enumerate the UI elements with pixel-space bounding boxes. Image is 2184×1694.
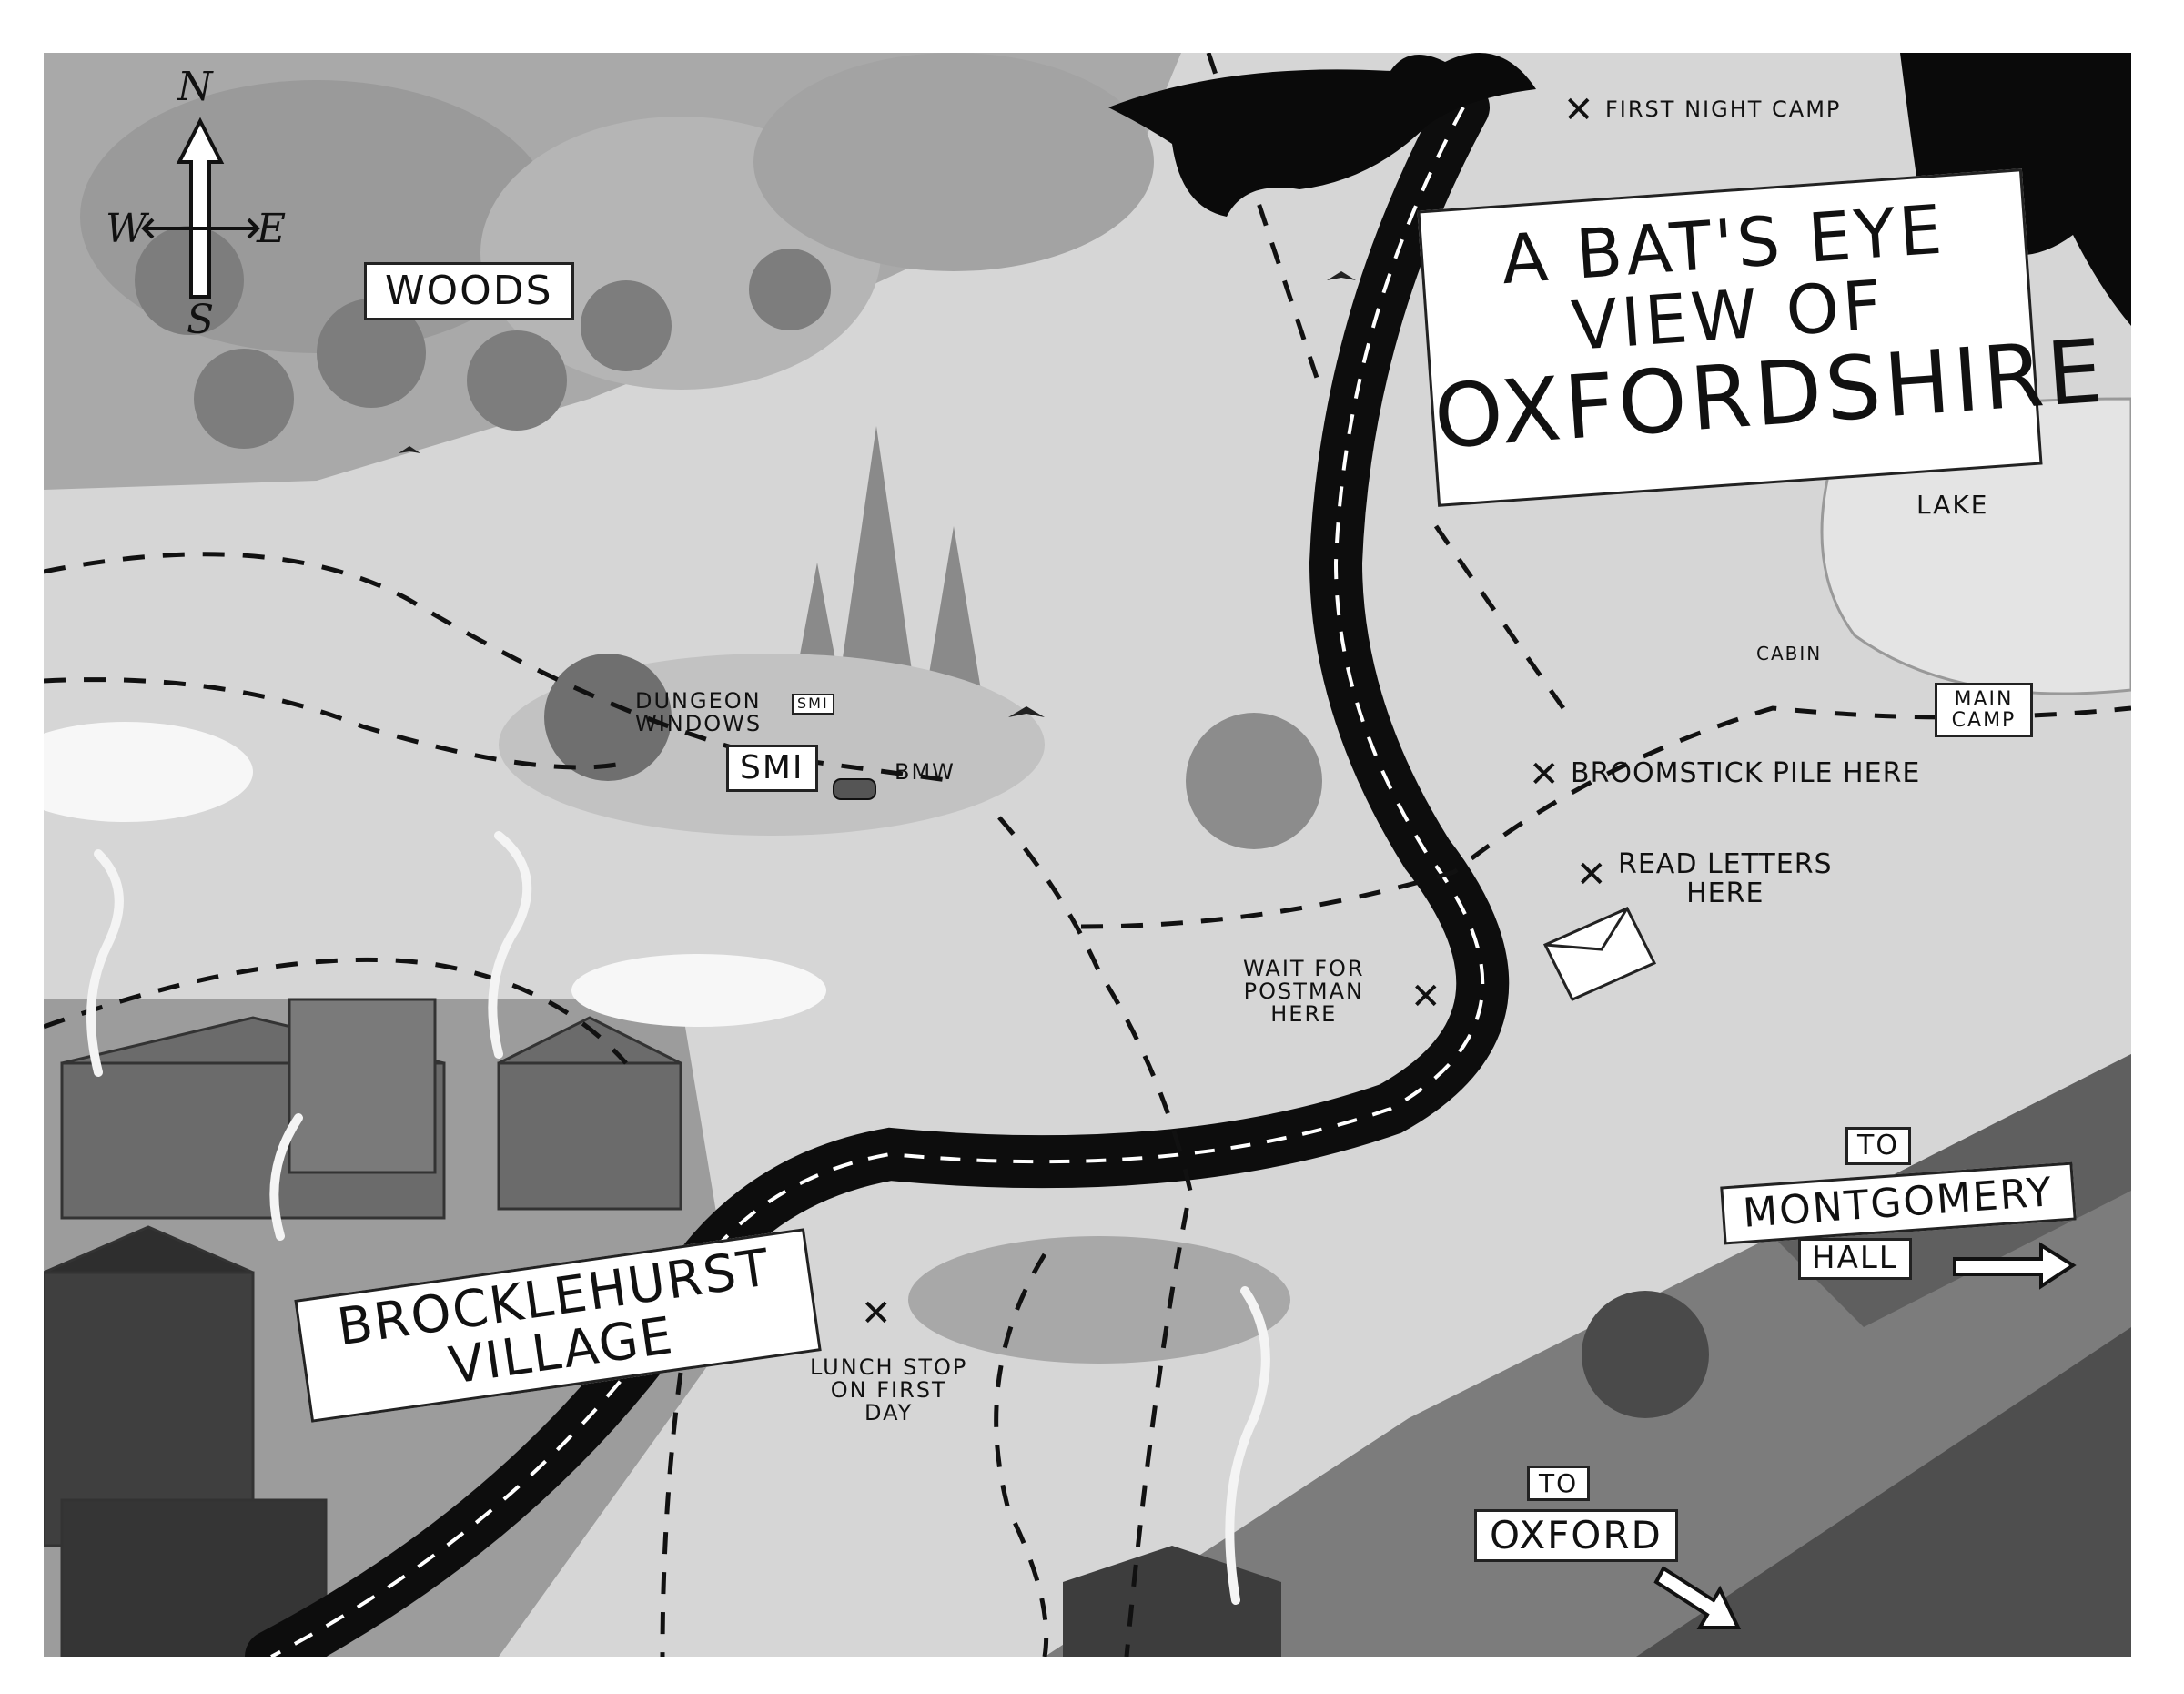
bat-icon [1108,53,1536,217]
map-frame: N S E W A BAT'S EYE VIEW OF OXFORDSHIRE … [44,53,2131,1657]
x-mark-icon: ✕ [1529,754,1560,796]
car-icon [833,778,876,800]
pumpkin-patch [908,1236,1290,1364]
field-tree [1186,713,1322,849]
broomstick-pile-label: BROOMSTICK PILE HERE [1571,757,1921,789]
x-mark-icon: ✕ [1576,854,1607,896]
oxford-label: OXFORD [1474,1509,1678,1563]
smoke-plumes [86,831,1270,1605]
x-mark-icon: ✕ [1563,89,1594,131]
lunch-stop-line-3: DAY [864,1400,914,1426]
wait-postman-line-2: POSTMAN [1243,979,1364,1005]
wait-for-postman-label: WAIT FOR POSTMAN HERE [1243,956,1365,1028]
clouds [44,722,826,1027]
smi-label: SMI [726,745,818,792]
dungeon-windows-label: DUNGEON WINDOWS [635,688,763,737]
compass-arrows [141,117,260,299]
arrow-icon [1653,1242,2077,1629]
x-mark-icon: ✕ [1410,976,1441,1018]
cabin-label: CABIN [1756,643,1823,664]
woods-trees [135,226,831,449]
main-camp-label: MAIN CAMP [1935,683,2033,738]
oak-tree [544,654,672,781]
village-houses [44,998,682,1657]
walking-paths [44,53,2131,1657]
compass-east-letter: E [257,206,287,252]
wait-postman-line-1: WAIT FOR [1243,956,1365,981]
map-title-banner: A BAT'S EYE VIEW OF OXFORDSHIRE [1417,168,2109,507]
woods-label: WOODS [364,262,574,321]
smi-small-sign: SMI [792,694,834,715]
first-night-camp-label: FIRST NIGHT CAMP [1605,96,1842,122]
read-letters-line-1: READ LETTERS [1618,848,1833,880]
farm-house [1063,1546,1281,1657]
compass-north-letter: N [177,64,213,110]
lunch-stop-label: LUNCH STOP ON FIRST DAY [810,1354,968,1426]
envelope-icon [1542,907,1657,1001]
read-letters-line-2: HERE [1686,877,1764,909]
lake-label: LAKE [1916,490,1989,520]
lunch-stop-line-1: LUNCH STOP [810,1354,968,1380]
small-birds [399,271,1356,717]
wait-postman-line-3: HERE [1270,1001,1338,1028]
dark-tree [1582,1291,1709,1418]
compass-west-letter: W [106,206,147,252]
x-mark-icon: ✕ [861,1293,892,1334]
montgomery-hall-label: HALL [1798,1238,1912,1280]
read-letters-label: READ LETTERS HERE [1618,850,1833,908]
compass-south-letter: S [187,297,215,343]
bmw-label: BMW [895,759,956,785]
montgomery-to-label: TO [1845,1127,1911,1165]
lunch-stop-line-2: ON FIRST [830,1377,947,1404]
oxford-to-label: TO [1527,1466,1591,1502]
